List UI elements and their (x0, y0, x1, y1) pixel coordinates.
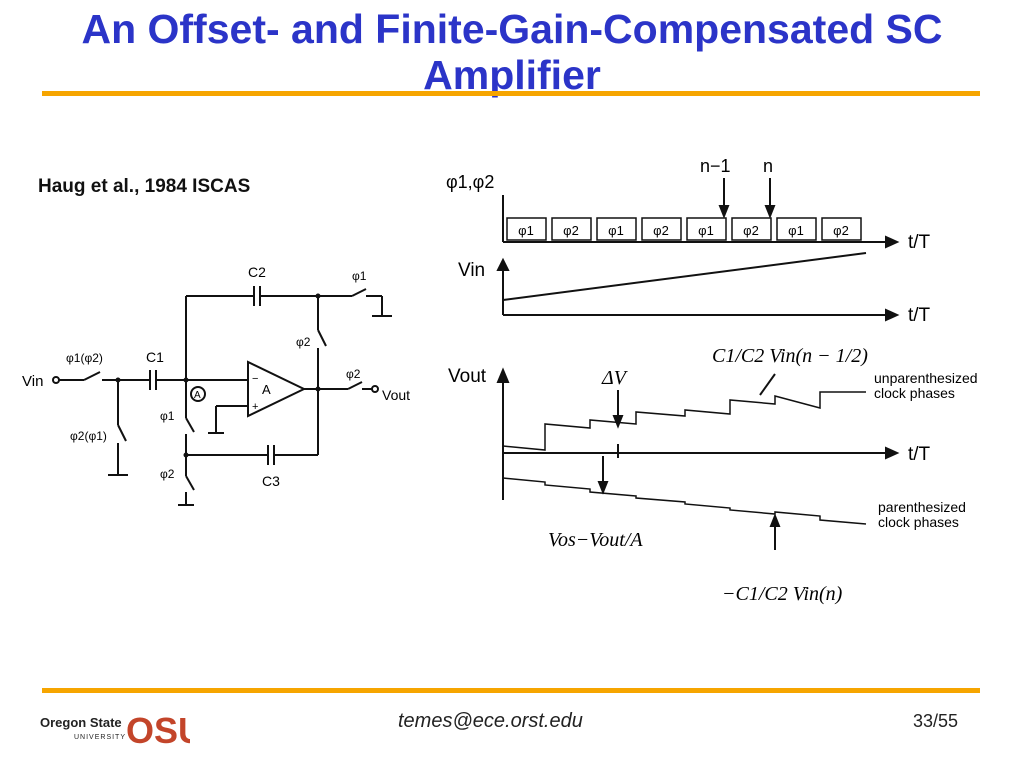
phase-box-3: φ1 (608, 223, 624, 238)
logo-text-main: Oregon State (40, 715, 122, 730)
vos-label: Vos−Vout/A (548, 529, 643, 551)
t-axis-label-1: t/T (908, 232, 931, 253)
unparen-label-1: unparenthesized (874, 370, 978, 386)
osu-logo: Oregon State UNIVERSITY OSU (40, 710, 190, 751)
phi1-phi2-label: φ1(φ2) (66, 351, 103, 365)
paren-label-1: parenthesized (878, 499, 966, 515)
title-line-2: Amplifier (423, 52, 601, 98)
n-label: n (763, 156, 773, 176)
t-axis-label-2: t/T (908, 305, 931, 326)
logo-text-sub: UNIVERSITY (74, 734, 126, 741)
phase-box-1: φ1 (518, 223, 534, 238)
page-number: 33/55 (913, 711, 959, 731)
c2-label: C2 (248, 264, 266, 280)
paren-label-2: clock phases (878, 514, 959, 530)
c3-label: C3 (262, 473, 280, 489)
phi1-top-label: φ1 (352, 269, 367, 283)
formula-top: C1/C2 Vin(n − 1/2) (712, 345, 868, 367)
formula-bottom: −C1/C2 Vin(n) (722, 583, 843, 605)
unparen-label-2: clock phases (874, 385, 955, 401)
citation: Haug et al., 1984 ISCAS (38, 176, 251, 197)
phase-box-7: φ1 (788, 223, 804, 238)
phase-box-6: φ2 (743, 223, 759, 238)
node-a-label: A (194, 390, 201, 401)
vin-axis-label: Vin (458, 260, 485, 281)
footer-rule (42, 688, 980, 693)
vout-axis-label: Vout (448, 366, 487, 387)
slide-title: An Offset- and Finite-Gain-Compensated S… (0, 6, 1024, 98)
phi1-left-label: φ1 (160, 409, 175, 423)
title-line-1: An Offset- and Finite-Gain-Compensated S… (81, 6, 943, 52)
t-axis-label-3: t/T (908, 444, 931, 465)
minus-sign: − (252, 373, 258, 385)
phase-box-8: φ2 (833, 223, 849, 238)
phi2-phi1-label: φ2(φ1) (70, 429, 107, 443)
phase-box-5: φ1 (698, 223, 714, 238)
title-rule (42, 91, 980, 96)
vin-label: Vin (22, 373, 43, 390)
phi2-mid-label: φ2 (296, 335, 311, 349)
amp-label: A (262, 382, 271, 397)
phi2-left-label: φ2 (160, 467, 175, 481)
vout-label: Vout (382, 387, 410, 403)
phase-box-2: φ2 (563, 223, 579, 238)
c1-label: C1 (146, 349, 164, 365)
logo-mark: OSU (126, 710, 190, 751)
delta-v-label: ΔV (601, 367, 629, 389)
plus-sign: + (252, 401, 258, 413)
phi2-out-label: φ2 (346, 367, 361, 381)
footer-email[interactable]: temes@ece.orst.edu (398, 710, 583, 732)
clock-label: φ1,φ2 (446, 172, 494, 192)
phase-box-4: φ2 (653, 223, 669, 238)
n-minus-1-label: n−1 (700, 156, 731, 176)
